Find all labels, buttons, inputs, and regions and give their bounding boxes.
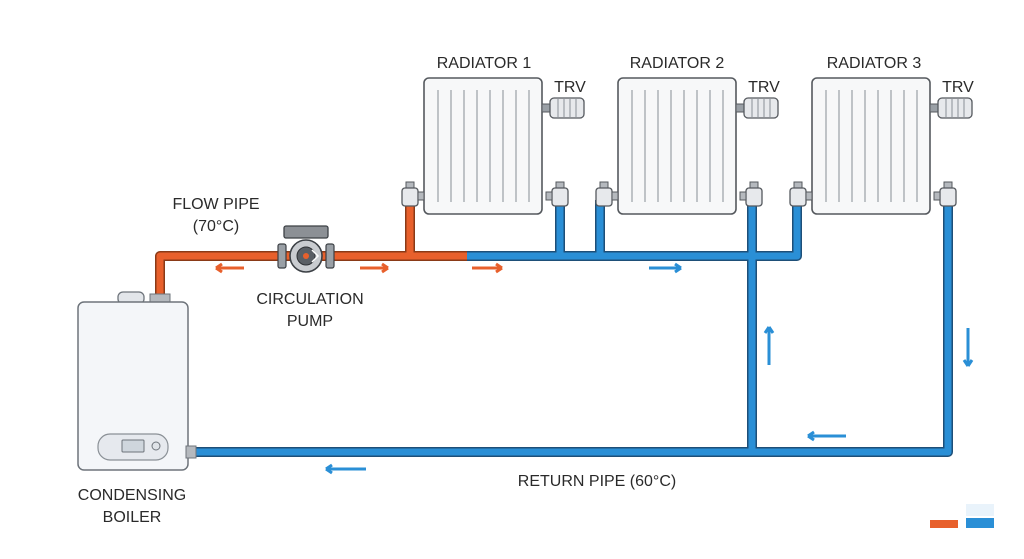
lockshield-valve-right-icon — [739, 181, 763, 207]
radiator-1-trv-label: TRV — [554, 79, 586, 96]
legend-swatches — [930, 504, 994, 528]
condensing-boiler-icon — [77, 291, 197, 471]
radiator-2-title: RADIATOR 2 — [630, 55, 725, 72]
arrow-up-icon — [763, 326, 775, 365]
radiator-3-trv-label: TRV — [942, 79, 974, 96]
lockshield-valve-left-icon — [401, 181, 425, 207]
arrow-right-icon — [472, 262, 503, 274]
radiator-2-trv-label: TRV — [748, 79, 780, 96]
legend-return-swatch — [966, 518, 994, 528]
flow-arrows — [215, 262, 974, 475]
flow-temp-label: (70°C) — [193, 218, 239, 235]
radiator-2 — [595, 77, 779, 215]
pump-label-line1: CIRCULATION — [256, 291, 363, 308]
lockshield-valve-right-icon — [933, 181, 957, 207]
arrow-left-icon — [807, 430, 846, 442]
radiator-3 — [789, 77, 973, 215]
lockshield-valve-right-icon — [545, 181, 569, 207]
trv-icon — [735, 97, 779, 119]
lockshield-valve-left-icon — [789, 181, 813, 207]
radiator-3-title: RADIATOR 3 — [827, 55, 922, 72]
return-pipes — [190, 200, 953, 457]
lockshield-valve-left-icon — [595, 181, 619, 207]
legend-flow-swatch — [930, 520, 958, 528]
arrow-down-icon — [962, 328, 974, 367]
return-pipe-label: RETURN PIPE (60°C) — [518, 473, 676, 490]
boiler-label-line1: CONDENSING — [78, 487, 186, 504]
circulation-pump-icon — [277, 225, 335, 273]
arrow-left-icon — [325, 463, 366, 475]
trv-icon — [929, 97, 973, 119]
radiator-1-title: RADIATOR 1 — [437, 55, 532, 72]
arrow-left-icon — [215, 262, 244, 274]
flow-pipes — [155, 200, 467, 298]
arrow-right-icon — [649, 262, 682, 274]
flow-pipe-label: FLOW PIPE — [172, 196, 259, 213]
boiler-label-line2: BOILER — [103, 509, 162, 526]
arrow-right-icon — [360, 262, 389, 274]
pump-label-line2: PUMP — [287, 313, 333, 330]
trv-icon — [541, 97, 585, 119]
radiator-1 — [401, 77, 585, 215]
